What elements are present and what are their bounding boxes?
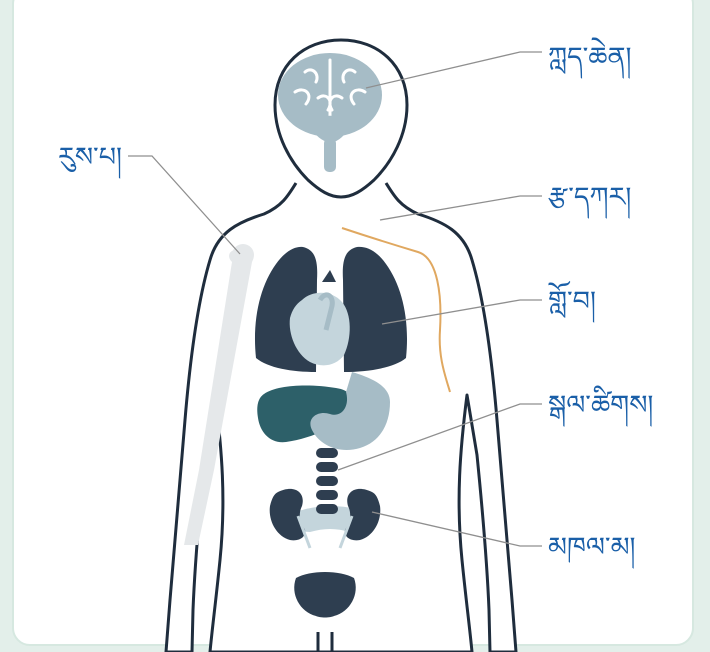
label-lungs: གློ་བ།	[548, 288, 596, 315]
label-brain: ཀླད་ཆེན།	[548, 44, 632, 71]
label-nerve: རྩ་དཀར།	[548, 184, 631, 211]
label-kidneys: མཁལ་མ།	[548, 534, 636, 561]
label-spine: སྒལ་ཚིགས།	[548, 392, 653, 419]
label-bone: རུས་པ།	[58, 144, 122, 171]
